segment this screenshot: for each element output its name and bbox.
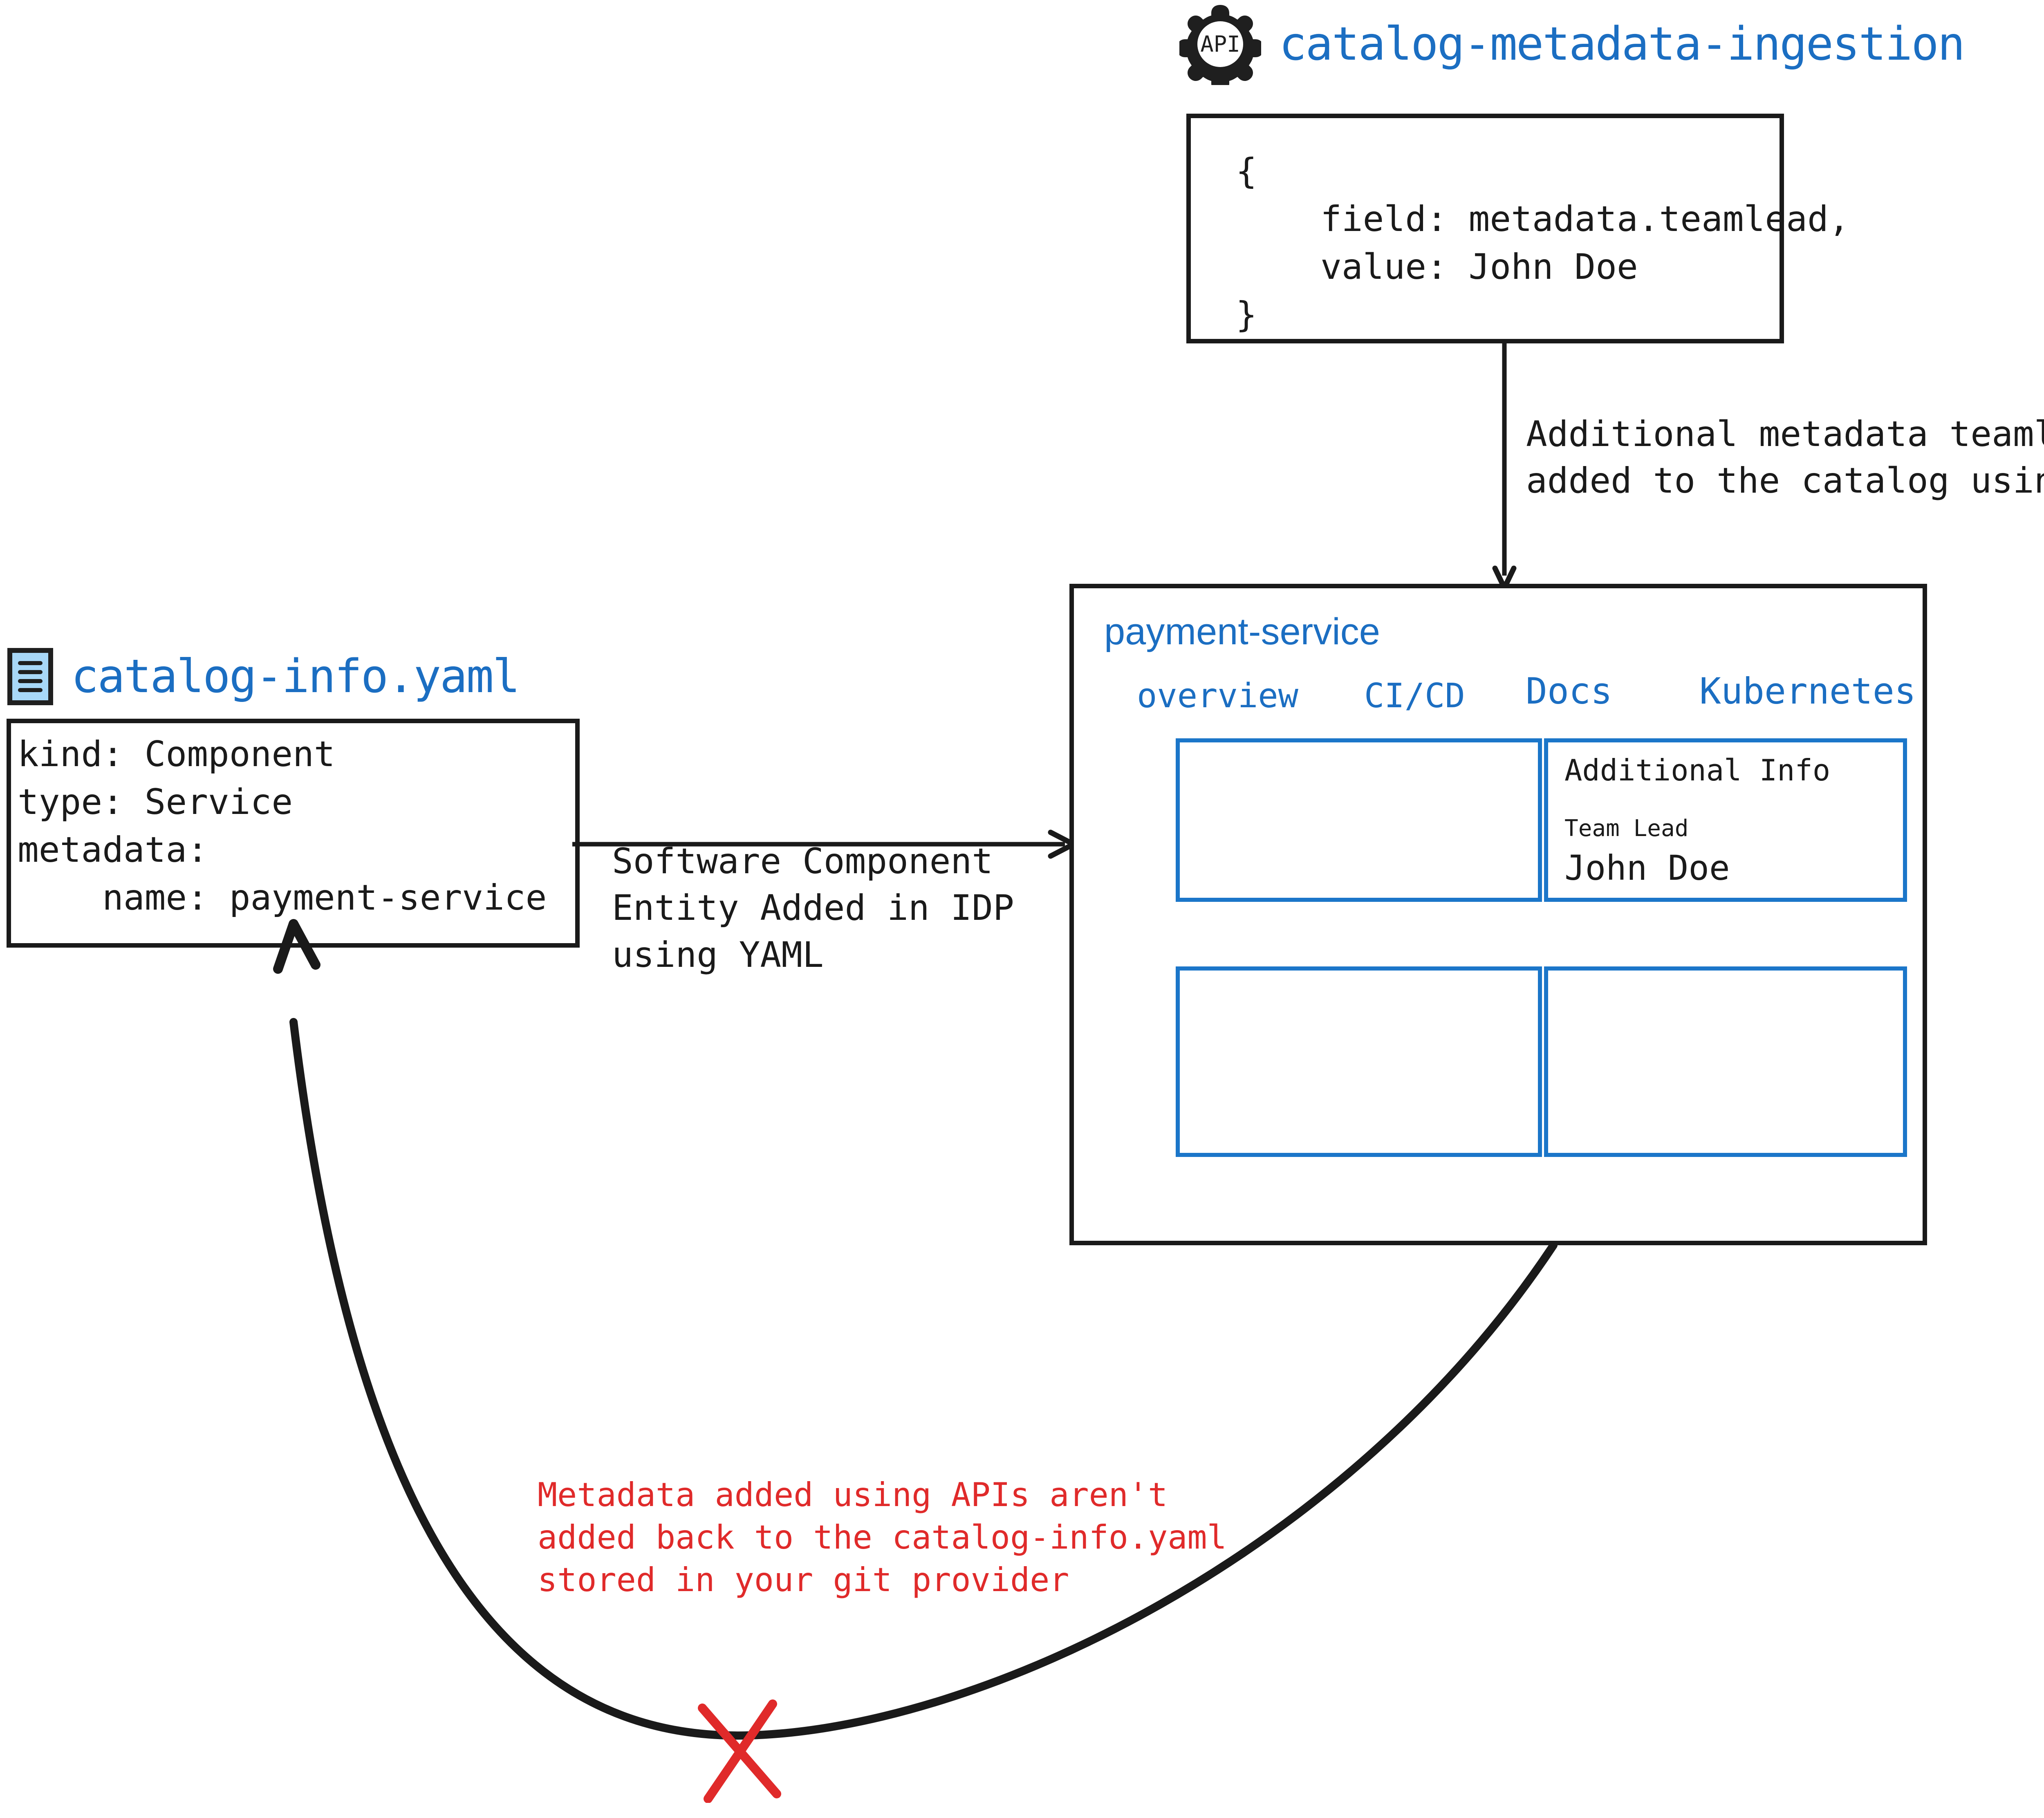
yaml-source-header: catalog-info.yaml: [7, 648, 520, 705]
additional-info-heading: Additional Info: [1564, 753, 1831, 787]
tab-overview[interactable]: overview: [1137, 677, 1298, 715]
team-lead-value: John Doe: [1564, 848, 1730, 888]
panel-card-bottom-right[interactable]: [1544, 966, 1907, 1157]
tab-ci-cd[interactable]: CI/CD: [1364, 677, 1465, 715]
yaml-source-box: kind: Component type: Service metadata: …: [7, 719, 580, 948]
tab-docs[interactable]: Docs: [1526, 670, 1612, 712]
feedback-warning-label: Metadata added using APIs aren't added b…: [538, 1476, 1227, 1599]
api-payload-code: { field: metadata.teamlead, value: John …: [1236, 151, 1850, 335]
tab-kubernetes[interactable]: Kubernetes: [1699, 670, 1916, 712]
api-source-title: catalog-metadata-ingestion: [1279, 18, 1965, 71]
panel-tab-bar: overview CI/CD Docs Kubernetes: [1107, 670, 1916, 715]
red-x-icon: [698, 1699, 781, 1803]
yaml-source-code: kind: Component type: Service metadata: …: [18, 734, 547, 918]
api-gear-icon: API: [1179, 5, 1261, 85]
yaml-document-icon: [7, 648, 53, 705]
api-source-header: API catalog-metadata-ingestion: [1179, 3, 1965, 85]
svg-text:API: API: [1200, 31, 1240, 57]
page-title: payment-service: [1104, 611, 1380, 652]
team-lead-label: Team Lead: [1564, 815, 1689, 842]
panel-card-bottom-left[interactable]: [1176, 966, 1542, 1157]
api-payload-box: { field: metadata.teamlead, value: John …: [1186, 114, 1850, 343]
edge-api-to-panel-label: Additional metadata teamlead added to th…: [1526, 414, 2044, 502]
yaml-source-title: catalog-info.yaml: [71, 650, 520, 703]
overview-card[interactable]: [1176, 738, 1542, 902]
additional-info-card[interactable]: Additional Info Team Lead John Doe: [1544, 738, 1907, 902]
edge-yaml-to-panel-label: Software Component Entity Added in IDP u…: [612, 841, 1014, 975]
edge-feedback-curved-arrow: [273, 919, 1558, 1740]
idp-entity-panel: payment-service overview CI/CD Docs Kube…: [1069, 584, 1927, 1245]
